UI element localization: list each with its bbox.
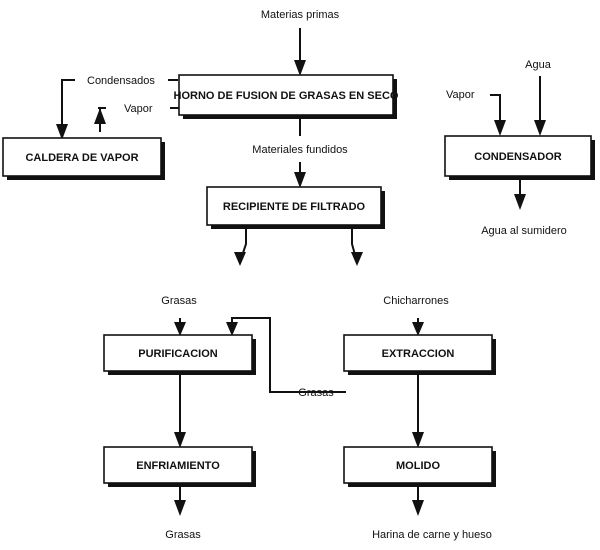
arrow-agua-condensador — [534, 120, 546, 136]
box-horno-label: HORNO DE FUSION DE GRASAS EN SECO — [174, 90, 399, 102]
arrow-vapor-condensador — [494, 120, 506, 136]
arrow-feedback-purificacion — [226, 322, 238, 336]
box-recipiente: RECIPIENTE DE FILTRADO — [206, 186, 385, 229]
box-condensador-label: CONDENSADOR — [474, 151, 561, 163]
box-purificacion-label: PURIFICACION — [138, 348, 218, 360]
arrow-grasas-out — [174, 500, 186, 516]
label-chicharrones: Chicharrones — [383, 295, 449, 307]
box-molido: MOLIDO — [343, 446, 496, 487]
box-caldera-label: CALDERA DE VAPOR — [25, 152, 138, 164]
box-condensador: CONDENSADOR — [444, 135, 595, 180]
arrow-into-purificacion — [174, 322, 186, 336]
box-extraccion-label: EXTRACCION — [382, 348, 455, 360]
label-grasas-out: Grasas — [165, 529, 201, 541]
label-harina: Harina de carne y hueso — [372, 529, 492, 541]
label-materias-primas: Materias primas — [261, 9, 340, 21]
box-extraccion: EXTRACCION — [343, 334, 496, 375]
arrow-into-extraccion — [412, 322, 424, 336]
arrow-into-molido — [412, 432, 424, 448]
label-grasas-mid: Grasas — [298, 387, 334, 399]
box-caldera: CALDERA DE VAPOR — [2, 137, 165, 180]
label-materiales-fundidos: Materiales fundidos — [252, 144, 348, 156]
label-grasas-in: Grasas — [161, 295, 197, 307]
connector-condensados-caldera — [61, 79, 75, 132]
connector-vapor-right — [490, 94, 501, 126]
label-vapor-right: Vapor — [446, 89, 475, 101]
box-molido-label: MOLIDO — [396, 460, 440, 472]
arrow-vapor-up — [94, 108, 106, 124]
arrow-into-recipiente — [294, 172, 306, 188]
box-enfriamiento: ENFRIAMIENTO — [103, 446, 256, 487]
arrow-harina-out — [412, 500, 424, 516]
label-vapor-left: Vapor — [124, 103, 153, 115]
arrow-recipiente-left — [234, 252, 246, 266]
box-enfriamiento-label: ENFRIAMIENTO — [136, 460, 220, 472]
label-agua-sumidero: Agua al sumidero — [481, 225, 567, 237]
arrow-into-horno — [294, 60, 306, 76]
arrow-into-enfriamiento — [174, 432, 186, 448]
label-condensados: Condensados — [87, 75, 155, 87]
arrow-recipiente-right — [351, 252, 363, 266]
box-horno: HORNO DE FUSION DE GRASAS EN SECO — [174, 74, 399, 119]
label-agua: Agua — [525, 59, 552, 71]
box-recipiente-label: RECIPIENTE DE FILTRADO — [223, 201, 366, 213]
box-purificacion: PURIFICACION — [103, 334, 256, 375]
arrow-agua-sumidero — [514, 194, 526, 210]
flow-labels: Materias primas Condensados Vapor Materi… — [87, 9, 567, 541]
arrowheads — [56, 60, 546, 516]
arrow-into-caldera — [56, 124, 68, 140]
